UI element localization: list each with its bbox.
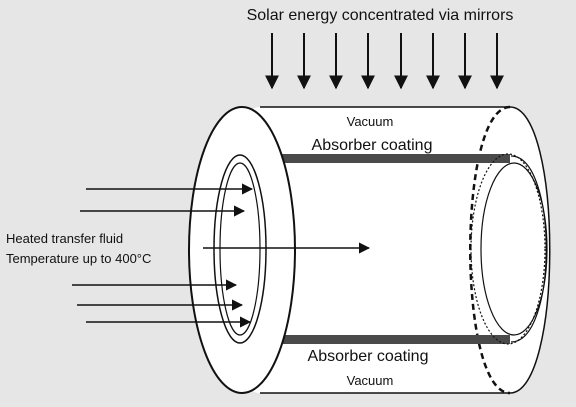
outer-tube-right-solid-rim: [509, 106, 551, 394]
absorber-band-bottom: [248, 335, 510, 344]
solar-arrows: [265, 33, 504, 90]
inner-tube-right-back-rim: [470, 153, 546, 345]
fluid-label-line2: Temperature up to 400°C: [6, 251, 151, 266]
outer-glass-tube: [220, 107, 550, 393]
vacuum-label-bottom: Vacuum: [347, 373, 394, 388]
inner-tube-right-front-rim: [510, 155, 547, 343]
inner-tube-left-inner-rim: [219, 162, 261, 336]
inner-tube-right-inner-rim: [480, 162, 548, 336]
fluid-arrows: [72, 183, 371, 328]
absorber-coating-label-bottom: Absorber coating: [308, 348, 429, 365]
inner-tube-left-opening: [213, 154, 267, 344]
absorber-coating-label-top: Absorber coating: [312, 137, 433, 154]
absorber-band-top: [248, 154, 510, 163]
outer-tube-right-dashed-rim: [469, 105, 511, 395]
vacuum-label-top: Vacuum: [347, 114, 394, 129]
fluid-label-line1: Heated transfer fluid: [6, 231, 123, 246]
solar-energy-label: Solar energy concentrated via mirrors: [247, 7, 514, 24]
